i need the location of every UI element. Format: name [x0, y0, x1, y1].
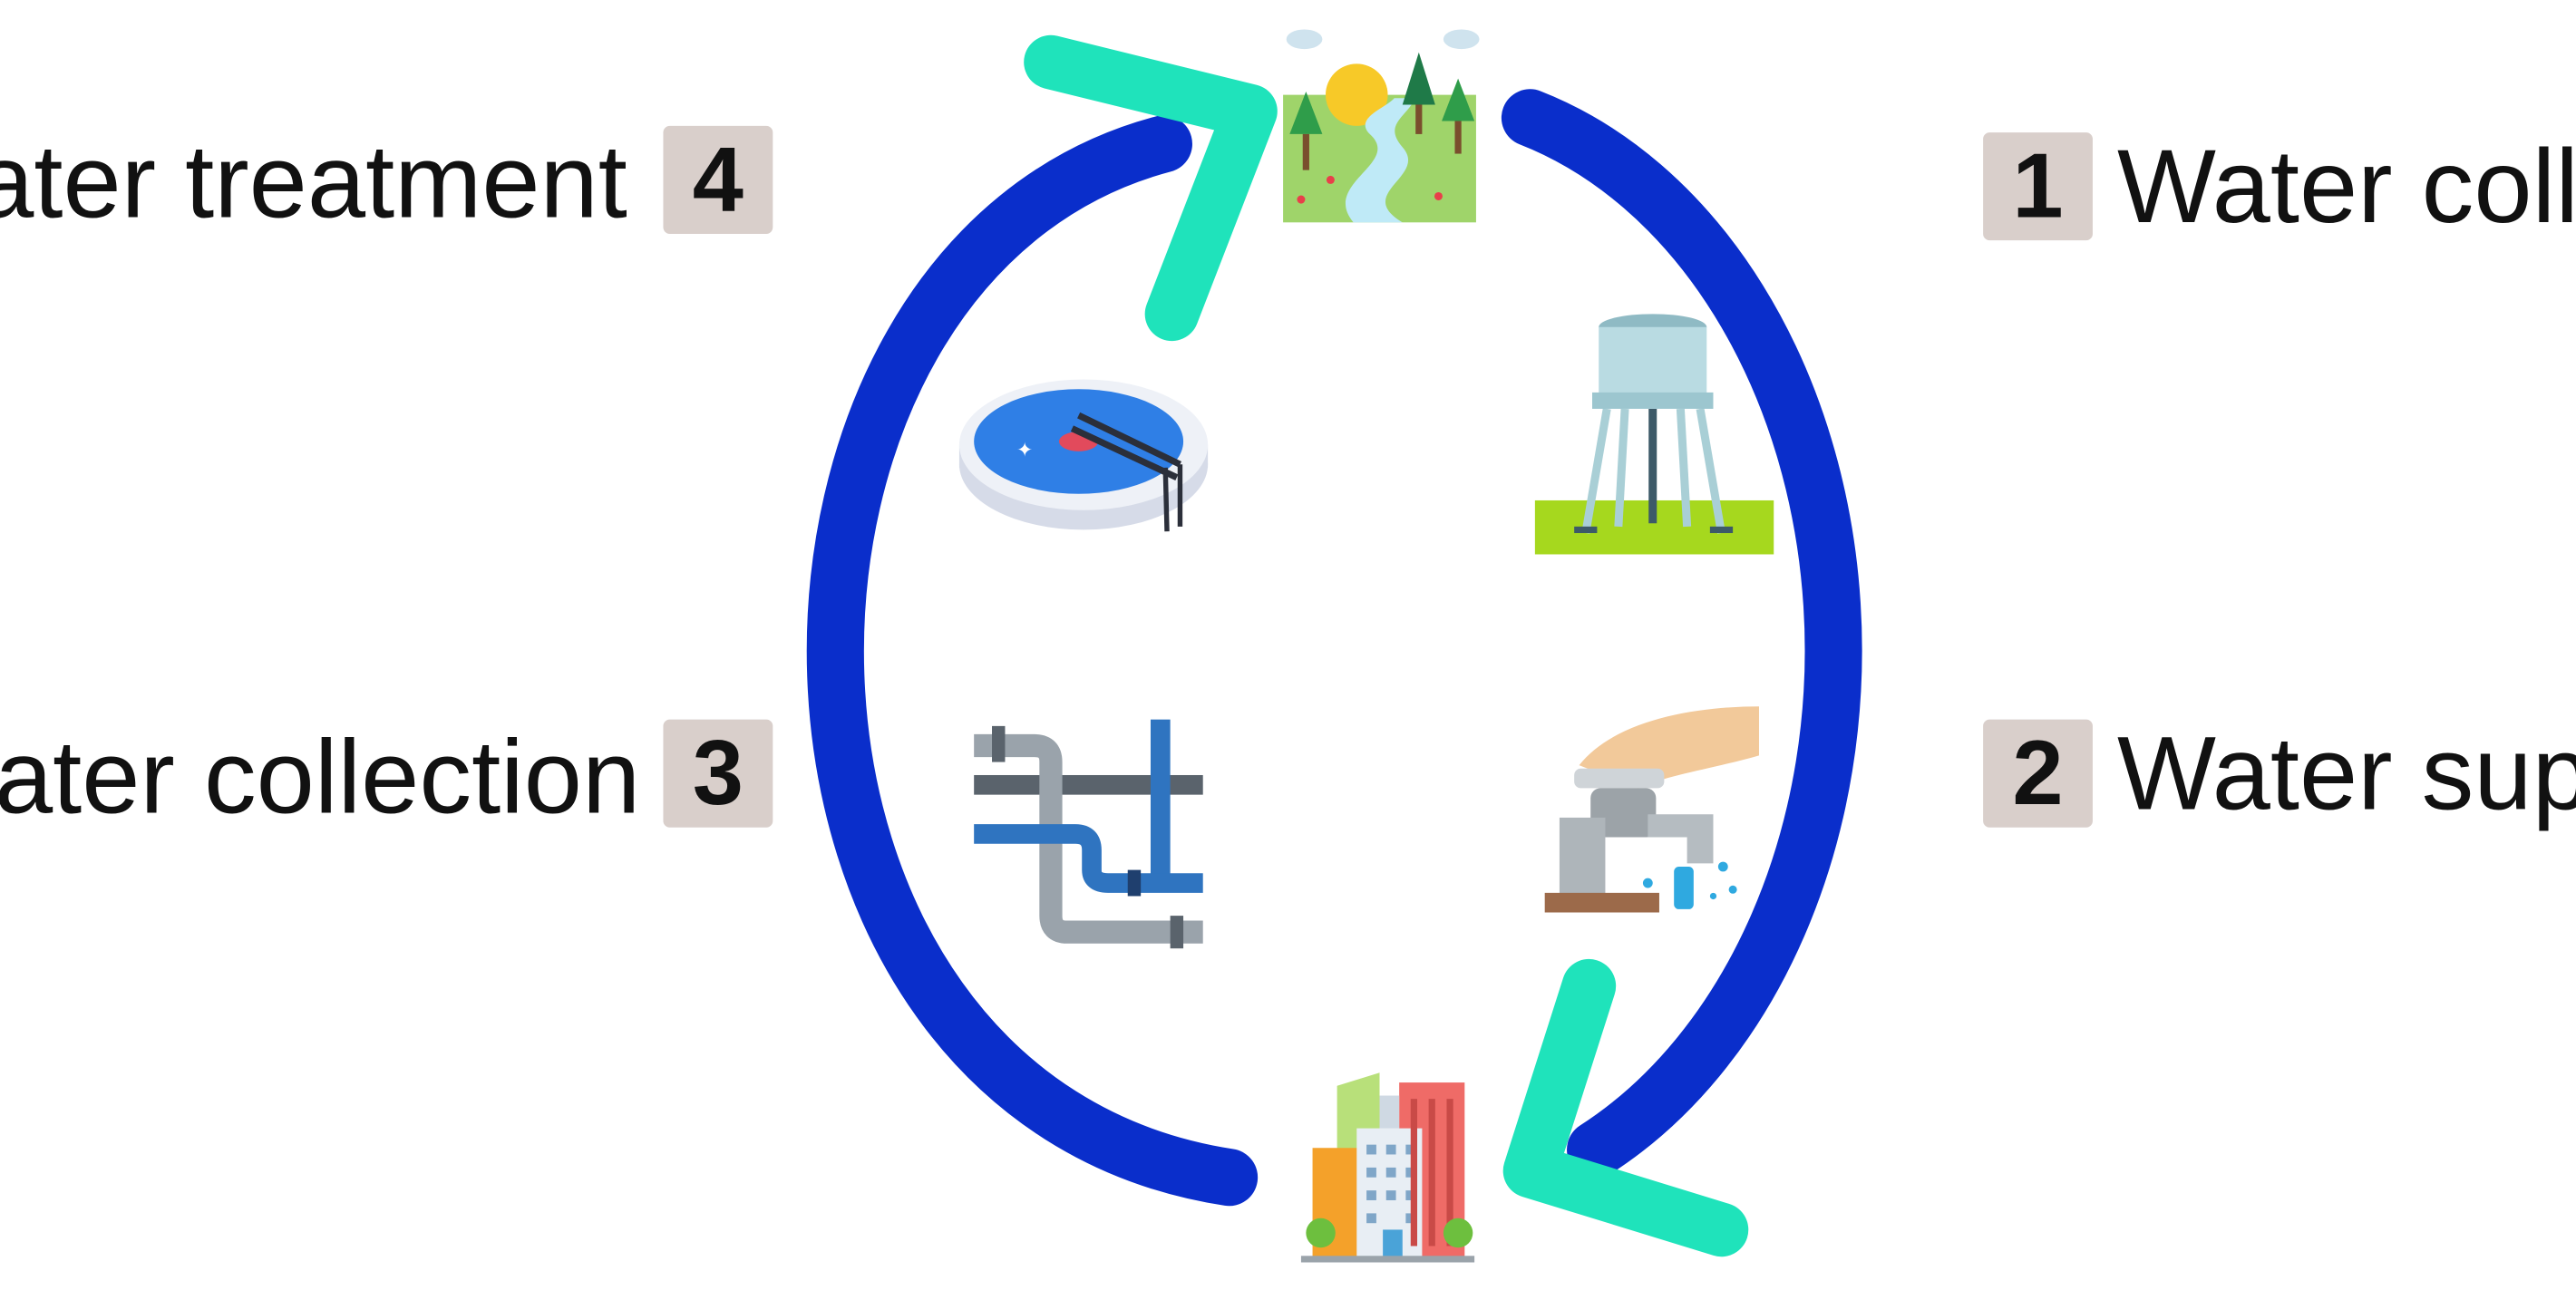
- badge-step-3: 3: [663, 719, 773, 828]
- cycle-arc-right: [1501, 89, 1862, 1179]
- treatment-basin-icon: ✦: [958, 379, 1209, 532]
- pipes-icon: [974, 719, 1203, 949]
- badge-number-2: 2: [2012, 723, 2063, 824]
- badge-number-3: 3: [693, 723, 744, 824]
- arrowhead-bottom: [1502, 958, 1749, 1257]
- label-wastewater-collection: Wastewater collection: [0, 718, 640, 835]
- river-landscape-icon: [1283, 29, 1480, 223]
- label-water-supply: Water supply: [2117, 715, 2576, 832]
- badge-step-2: 2: [1983, 719, 2093, 828]
- label-water-collection: Water collection: [2117, 128, 2576, 245]
- badge-step-1: 1: [1983, 132, 2093, 241]
- label-wastewater-treatment: Wastewater treatment: [0, 123, 627, 240]
- arrowhead-top: [1024, 34, 1278, 342]
- badge-number-4: 4: [693, 129, 744, 230]
- faucet-hand-icon: [1544, 706, 1759, 913]
- badge-number-1: 1: [2012, 136, 2063, 238]
- water-tower-icon: [1534, 314, 1774, 555]
- cycle-arc-left: [806, 115, 1259, 1207]
- badge-step-4: 4: [663, 125, 773, 234]
- svg-text:✦: ✦: [1016, 439, 1033, 461]
- city-buildings-icon: [1300, 1072, 1475, 1263]
